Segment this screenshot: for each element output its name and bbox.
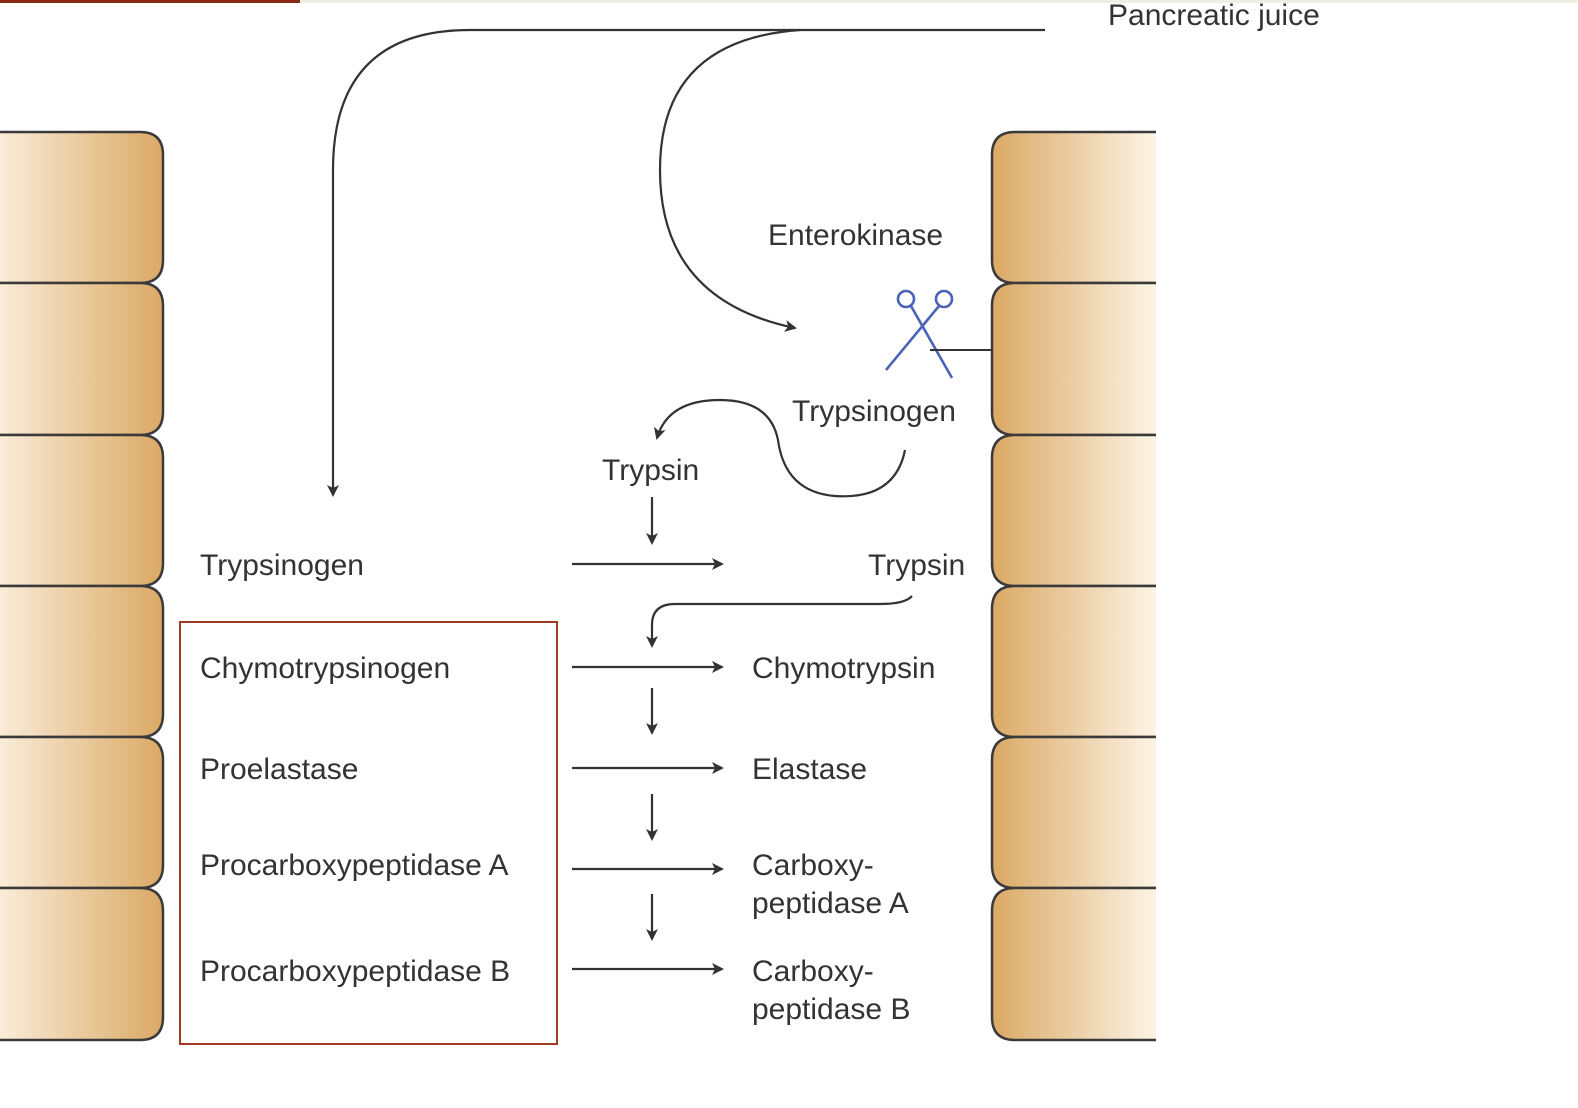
label-trypsinogen: Trypsinogen [200,549,364,582]
label-elastase: Elastase [752,753,868,786]
enterokinase-curve-arrow [658,28,801,332]
right-cell [990,584,1156,739]
label-carboxypeptidase-a: Carboxy- peptidase A [752,849,909,920]
top-accent-bar [0,0,300,3]
left-cell [0,433,165,588]
trypsinogen-loop-arrow [654,398,907,498]
label-procarboxypeptidase-b: Procarboxypeptidase B [200,955,511,988]
label-pancreatic-juice: Pancreatic juice [1108,0,1320,32]
right-cell [990,433,1156,588]
right-cell [990,130,1156,285]
label-trypsinogen-mucosa: Trypsinogen [792,395,956,428]
scissors-icon [884,289,954,379]
left-cell [0,735,165,890]
left-cell [0,886,165,1042]
top-bar [300,0,1578,3]
label-trypsin-small: Trypsin [602,454,700,487]
left-cell [0,281,165,437]
label-proelastase: Proelastase [200,753,359,786]
zymogen-box [179,621,558,1045]
label-carboxypeptidase-b: Carboxy- peptidase B [752,955,911,1026]
right-cell [990,886,1156,1042]
right-cell [990,281,1156,437]
label-enterokinase: Enterokinase [768,219,944,252]
left-cell [0,130,165,285]
label-trypsin: Trypsin [868,549,966,582]
trypsin-feedback-arrow [646,595,913,648]
left-cell-wall [0,130,165,1042]
right-cell-wall [990,130,1156,1042]
label-chymotrypsin: Chymotrypsin [752,652,936,685]
label-chymotrypsinogen: Chymotrypsinogen [200,652,451,685]
pancreatic-juice-line [327,28,1045,497]
label-procarboxypeptidase-a: Procarboxypeptidase A [200,849,509,882]
right-cell [990,735,1156,890]
left-cell [0,584,165,739]
